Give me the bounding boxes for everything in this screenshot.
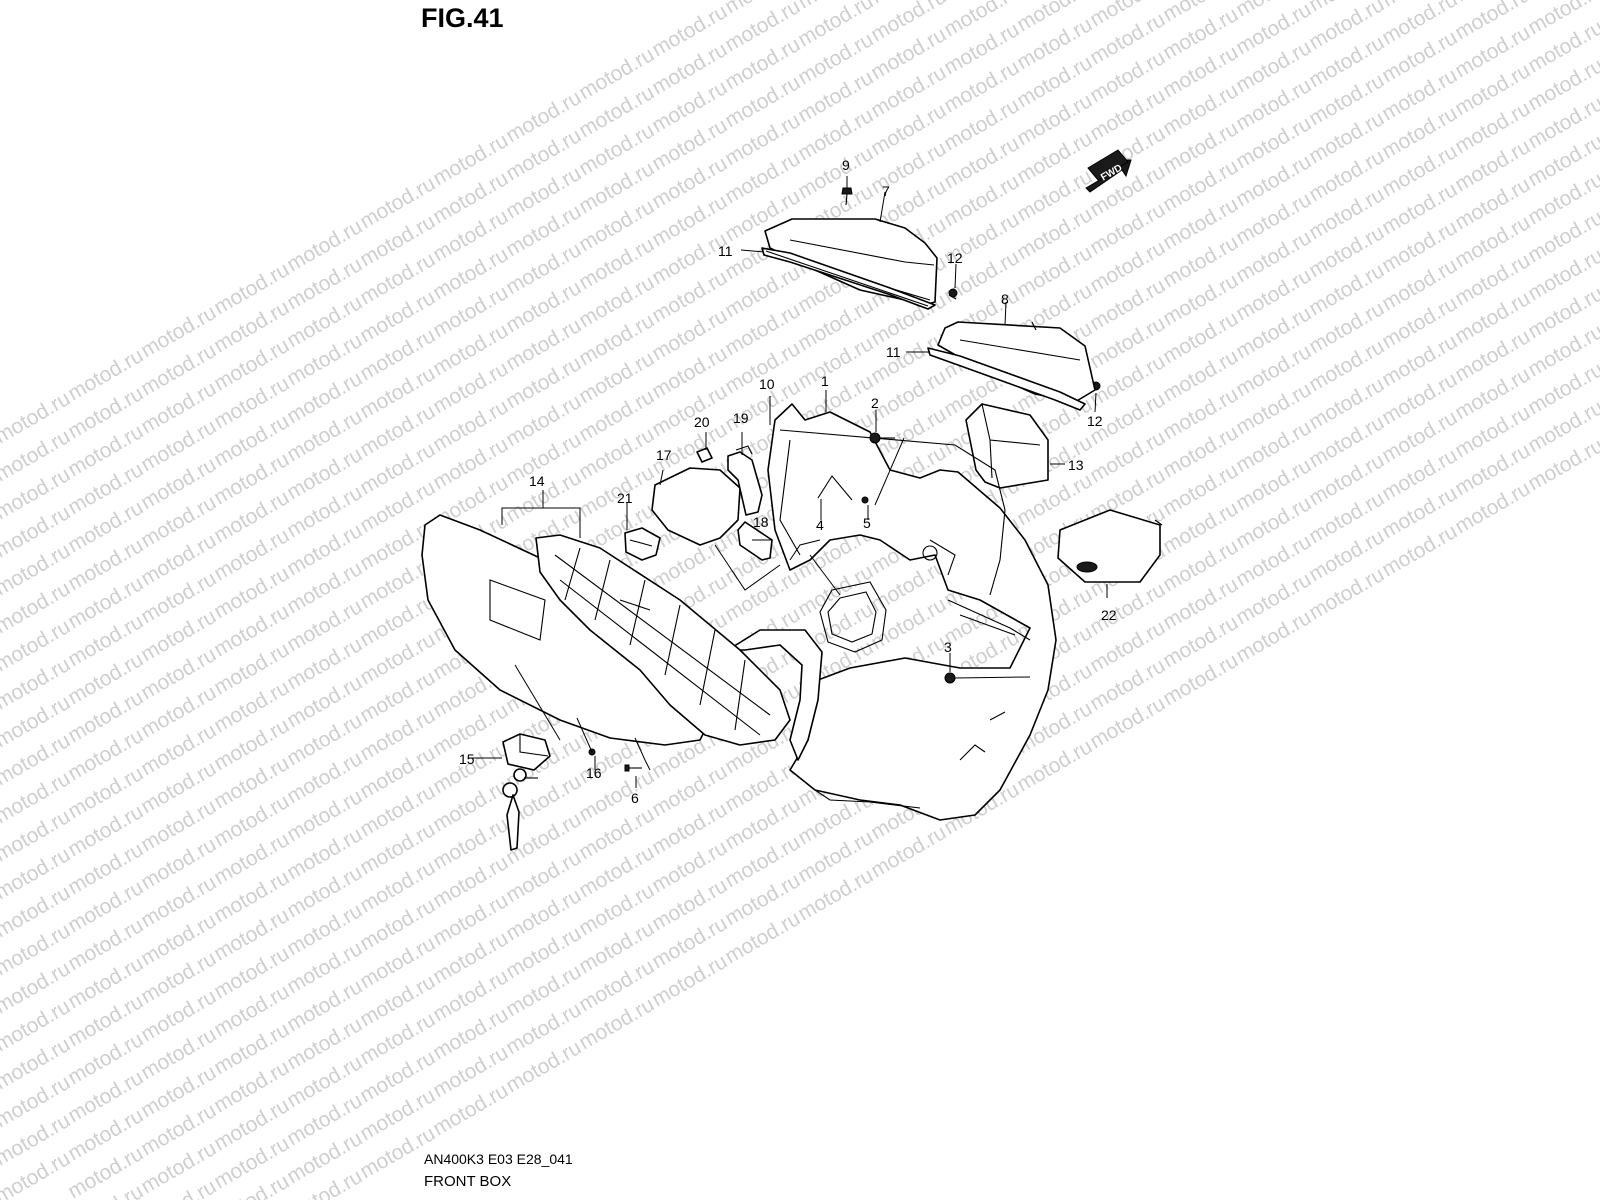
fwd-direction-arrow: FWD	[1085, 149, 1132, 193]
part-12-screw-upper	[948, 288, 958, 300]
callout-20: 20	[694, 414, 710, 430]
part-5-screw	[861, 496, 869, 504]
callout-10: 10	[759, 376, 775, 392]
part-19-spring	[727, 445, 763, 516]
callout-14: 14	[529, 473, 545, 489]
part-9-screw	[841, 187, 853, 206]
callout-15: 15	[459, 751, 475, 767]
part-2-screw	[869, 432, 895, 444]
callout-7: 7	[882, 183, 890, 199]
callout-13: 13	[1068, 457, 1084, 473]
part-21-latch	[624, 527, 661, 561]
callout-5: 5	[863, 515, 871, 531]
callout-labels: 9 7 11 12 8 11 12 10 1 2 20 19 17 13 14 …	[459, 157, 1117, 806]
part-10-front-box-body	[767, 403, 1057, 821]
callout-2: 2	[871, 395, 879, 411]
callout-21: 21	[617, 490, 633, 506]
callout-3: 3	[944, 639, 952, 655]
figure-caption: FRONT BOX	[424, 1173, 512, 1190]
callout-6: 6	[631, 790, 639, 806]
callout-18: 18	[753, 514, 769, 530]
part-20-clip	[696, 447, 713, 463]
figure-title: FIG.41	[421, 3, 504, 33]
callout-22: 22	[1101, 607, 1117, 623]
callout-12-upper: 12	[947, 250, 963, 266]
callout-12-lower: 12	[1087, 413, 1103, 429]
model-code: AN400K3 E03 E28_041	[424, 1151, 573, 1167]
callout-9: 9	[842, 157, 850, 173]
part-13-bracket	[965, 403, 1049, 489]
part-17-glove-door	[651, 467, 741, 546]
part-18-hinge	[737, 521, 773, 561]
part-7-inner-cover	[764, 218, 938, 307]
part-15-lock-and-keys	[502, 733, 551, 851]
callout-11-upper: 11	[718, 243, 733, 259]
callout-1: 1	[821, 373, 829, 389]
part-6-screw	[624, 764, 642, 772]
part-3-screw	[944, 672, 956, 684]
callout-8: 8	[1001, 291, 1009, 307]
part-14-lid-outer	[421, 514, 711, 746]
callout-17: 17	[656, 447, 672, 463]
part-11-lower-seal	[927, 347, 1086, 411]
callout-11-lower: 11	[886, 344, 901, 360]
leader-lines	[468, 176, 1108, 788]
front-box-inner-collar	[727, 629, 823, 761]
part-11-upper-seal	[761, 247, 936, 310]
part-22-cover-plate	[1057, 509, 1163, 583]
callout-19: 19	[733, 410, 749, 426]
part-4-wire	[817, 475, 853, 501]
part-14-lid-inner-frame	[535, 534, 791, 746]
callout-16: 16	[586, 765, 602, 781]
callout-4: 4	[816, 517, 824, 533]
